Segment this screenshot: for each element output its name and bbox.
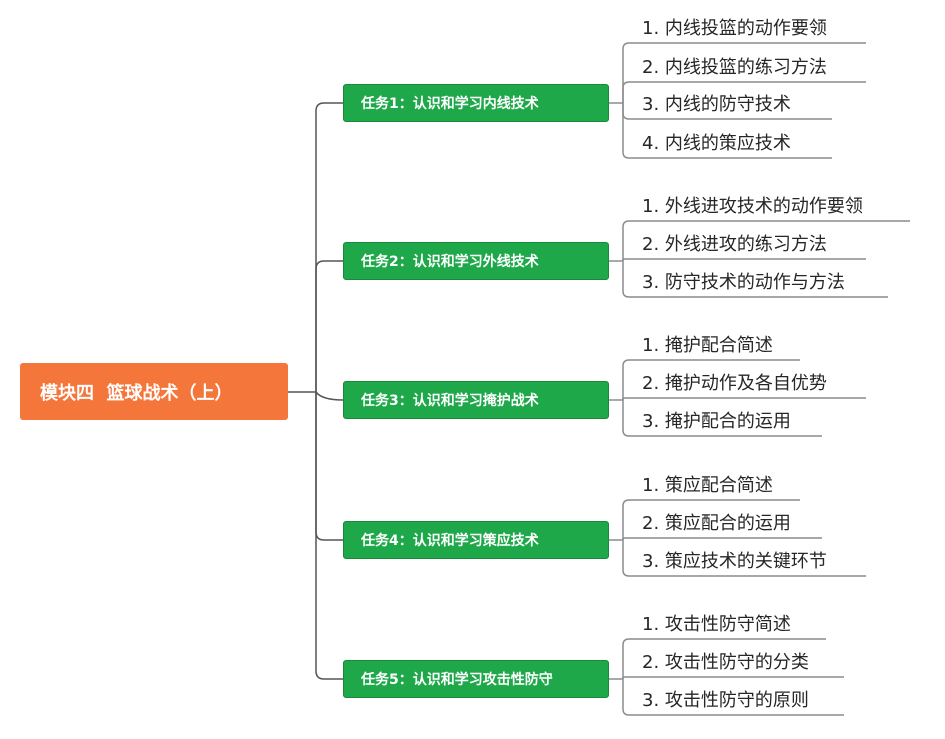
subtopic-connector-5-3 — [622, 679, 630, 716]
task-node-4[interactable]: 任务4：认识和学习策应技术 — [343, 521, 609, 559]
subtopic-connector-1-2 — [622, 81, 630, 103]
subtopic-3-1[interactable]: 1. 掩护配合简述 — [642, 335, 773, 356]
subtopic-connector-4-1 — [622, 499, 630, 540]
task-connector-1 — [315, 102, 343, 392]
subtopic-connector-2-3 — [622, 261, 630, 298]
subtopic-connector-1-4 — [622, 103, 630, 159]
subtopic-2-2[interactable]: 2. 外线进攻的练习方法 — [642, 234, 827, 255]
subtopic-connector-3-3 — [622, 400, 630, 437]
subtopic-5-3[interactable]: 3. 攻击性防守的原则 — [642, 690, 809, 711]
subtopic-4-2[interactable]: 2. 策应配合的运用 — [642, 513, 791, 534]
subtopic-connector-5-1 — [622, 638, 630, 679]
subtopic-1-4[interactable]: 4. 内线的策应技术 — [642, 133, 791, 154]
subtopic-3-2[interactable]: 2. 掩护动作及各自优势 — [642, 373, 827, 394]
subtopic-2-3[interactable]: 3. 防守技术的动作与方法 — [642, 272, 845, 293]
task-connector-3 — [315, 391, 344, 401]
subtopic-connector-1-3 — [622, 103, 630, 120]
task-connector-2 — [315, 260, 343, 392]
subtopic-3-3[interactable]: 3. 掩护配合的运用 — [642, 411, 791, 432]
subtopic-1-2[interactable]: 2. 内线投篮的练习方法 — [642, 57, 827, 78]
subtopic-connector-4-3 — [622, 540, 630, 577]
subtopic-4-3[interactable]: 3. 策应技术的关键环节 — [642, 551, 827, 572]
root-node[interactable]: 模块四 篮球战术（上） — [20, 363, 288, 420]
task-connector-5 — [315, 392, 343, 680]
task-connector-4 — [315, 392, 343, 541]
task-node-3[interactable]: 任务3：认识和学习掩护战术 — [343, 381, 609, 419]
subtopic-5-1[interactable]: 1. 攻击性防守简述 — [642, 614, 791, 635]
subtopic-1-3[interactable]: 3. 内线的防守技术 — [642, 94, 791, 115]
subtopic-connector-1-1 — [622, 42, 630, 103]
subtopic-connector-3-1 — [622, 359, 630, 400]
subtopic-2-1[interactable]: 1. 外线进攻技术的动作要领 — [642, 196, 863, 217]
task-node-5[interactable]: 任务5：认识和学习攻击性防守 — [343, 660, 609, 698]
subtopic-1-1[interactable]: 1. 内线投篮的动作要领 — [642, 18, 827, 39]
subtopic-4-1[interactable]: 1. 策应配合简述 — [642, 475, 773, 496]
task-node-1[interactable]: 任务1：认识和学习内线技术 — [343, 84, 609, 122]
task-node-2[interactable]: 任务2：认识和学习外线技术 — [343, 242, 609, 280]
subtopic-connector-2-1 — [622, 220, 630, 261]
subtopic-5-2[interactable]: 2. 攻击性防守的分类 — [642, 652, 809, 673]
